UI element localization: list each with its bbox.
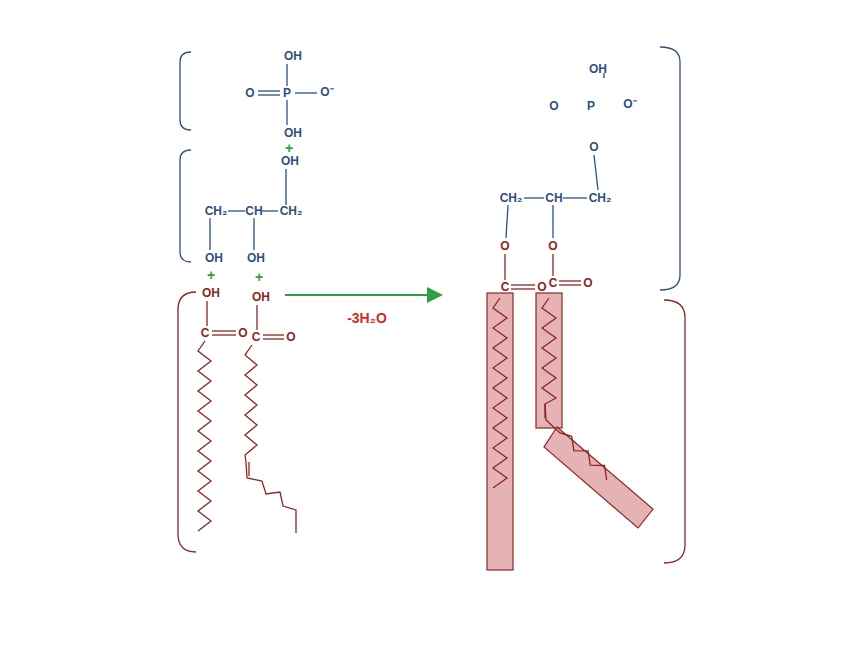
chem-label: OH bbox=[202, 287, 220, 299]
chem-label: CH₂ bbox=[589, 192, 612, 204]
chem-label: + bbox=[285, 141, 293, 155]
chem-label: O⁻ bbox=[623, 98, 636, 110]
chem-label: OH bbox=[247, 252, 265, 264]
circle-outline bbox=[414, 39, 672, 297]
chem-label: O bbox=[238, 327, 247, 339]
chem-label: -3H₂O bbox=[347, 311, 387, 325]
chem-label: CH bbox=[545, 192, 562, 204]
chem-label: CH bbox=[245, 205, 262, 217]
chem-label: + bbox=[207, 268, 215, 282]
chem-label: OH bbox=[252, 291, 270, 303]
chem-label: O bbox=[583, 277, 592, 289]
tail-bars bbox=[487, 293, 653, 570]
chem-label: OH bbox=[284, 50, 302, 62]
red-brackets bbox=[178, 292, 685, 563]
chem-label: O bbox=[549, 100, 558, 112]
chem-label: O bbox=[500, 240, 509, 252]
chem-label: P bbox=[587, 100, 595, 112]
left-blue-bonds bbox=[210, 64, 317, 250]
chem-label: CH₂ bbox=[280, 205, 303, 217]
chem-label: C bbox=[501, 281, 510, 293]
chem-label: O bbox=[245, 87, 254, 99]
chem-label: OH bbox=[589, 63, 607, 75]
left-red-bonds bbox=[198, 301, 296, 533]
chem-label: C bbox=[549, 277, 558, 289]
chem-label: O bbox=[589, 141, 598, 153]
head-bonds bbox=[506, 73, 604, 238]
chem-label: C bbox=[252, 331, 261, 343]
chem-label: P bbox=[283, 87, 291, 99]
chem-label: O bbox=[537, 281, 546, 293]
chem-label: C bbox=[201, 327, 210, 339]
chem-label: O bbox=[548, 240, 557, 252]
tail-bonds bbox=[493, 254, 607, 488]
chem-label: OH bbox=[281, 155, 299, 167]
blue-brackets bbox=[180, 47, 680, 290]
head-circle: CH₂CHCH₂OOCOCOOHOPO⁻O bbox=[414, 39, 672, 297]
chem-label: + bbox=[255, 270, 263, 284]
chem-label: OH bbox=[205, 252, 223, 264]
chem-label: CH₂ bbox=[500, 192, 523, 204]
reaction-arrow bbox=[285, 294, 441, 296]
chem-label: O⁻ bbox=[320, 86, 333, 98]
chem-label: O bbox=[286, 331, 295, 343]
phosphate-circle: OH O P O⁻ O bbox=[541, 58, 635, 152]
chem-label: OH bbox=[284, 127, 302, 139]
chem-label: CH₂ bbox=[205, 205, 228, 217]
